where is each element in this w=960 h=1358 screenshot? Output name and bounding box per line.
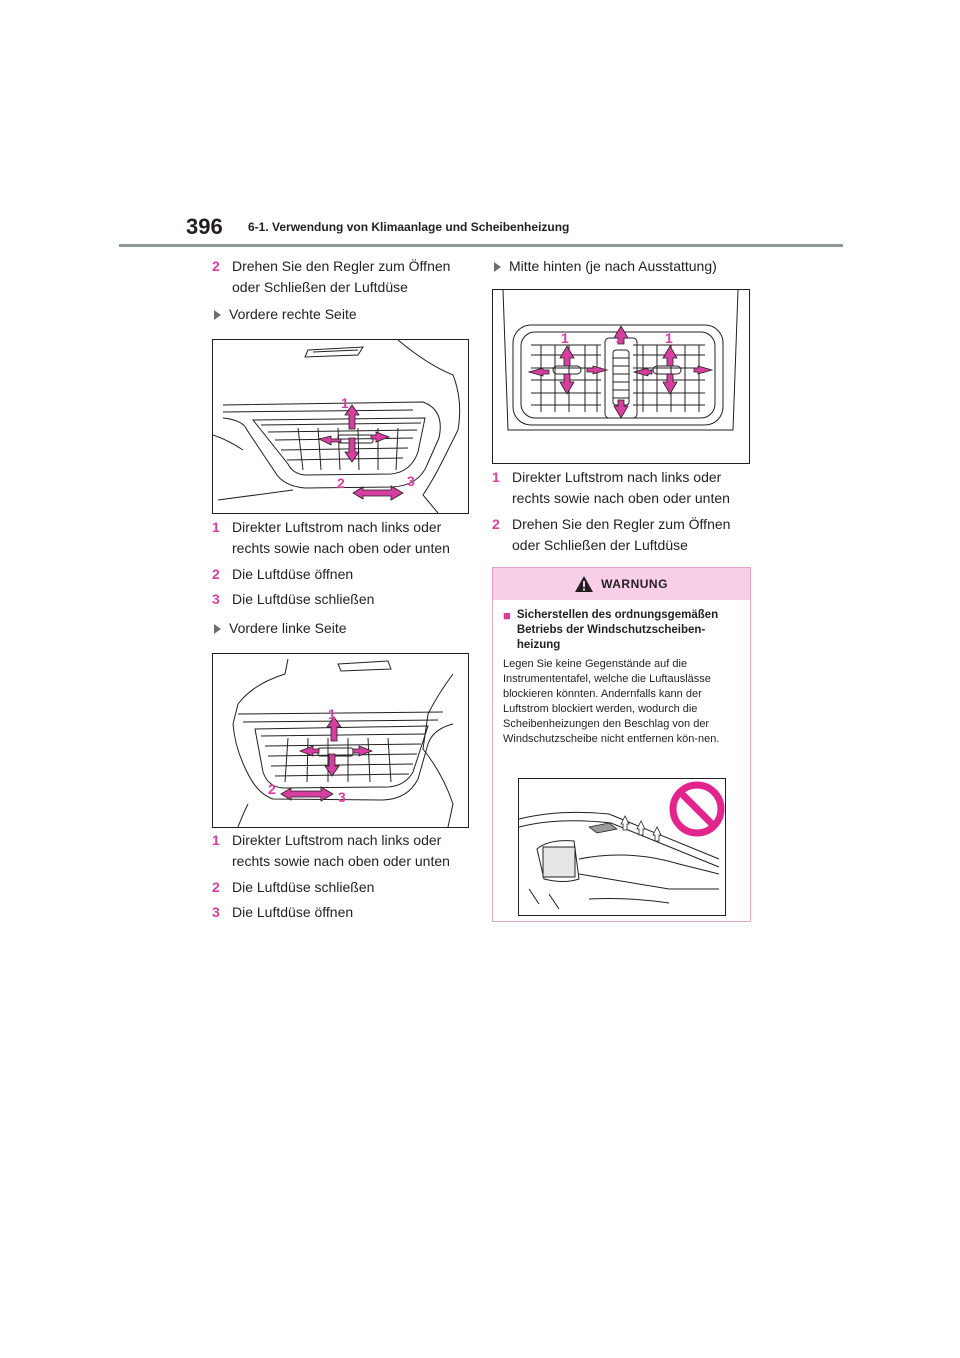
step-text: Die Luftdüse öffnen (232, 566, 354, 582)
intro-step: 2 Drehen Sie den Regler zum Öffnen oder S… (212, 256, 472, 298)
fig-label: 1 (561, 330, 569, 346)
fig-label: 2 (616, 330, 624, 346)
figure-dashboard-prohibited (518, 778, 726, 916)
front-left-step-1: 1 Direkter Luftstrom nach links oder rech… (212, 830, 472, 872)
heading-text: Vordere rechte Seite (229, 306, 357, 322)
bullet-triangle-icon (214, 624, 221, 635)
front-right-step-2: 2 Die Luftdüse öffnen (212, 564, 472, 585)
step-number: 2 (212, 879, 220, 895)
fig-label: 3 (407, 473, 415, 489)
warning-header: WARNUNG (493, 568, 750, 600)
fig-label: 1 (665, 330, 673, 346)
step-number: 1 (212, 519, 220, 535)
figure-front-right-vent: 1 2 3 (212, 339, 469, 514)
bullet-triangle-icon (494, 262, 501, 273)
warning-box: WARNUNG ■ Sicherstellen des ordnungsgemä… (492, 567, 751, 922)
step-text: Die Luftdüse schließen (232, 879, 375, 895)
fig-label: 3 (338, 789, 346, 805)
warning-title: WARNUNG (601, 577, 668, 591)
warning-icon (575, 576, 594, 592)
step-text: Drehen Sie den Regler zum Öffnen oder Sc… (512, 516, 731, 553)
figure-front-left-vent: 1 2 3 (212, 653, 469, 828)
step-text: Direkter Luftstrom nach links oder recht… (232, 519, 450, 556)
heading-front-right: Vordere rechte Seite (214, 306, 357, 322)
section-title: 6-1. Verwendung von Klimaanlage und Sche… (248, 220, 570, 234)
step-text: Direkter Luftstrom nach links oder recht… (232, 832, 450, 869)
heading-rear-center: Mitte hinten (je nach Ausstattung) (494, 258, 717, 274)
bullet-triangle-icon (214, 310, 221, 321)
warning-subtitle: ■ Sicherstellen des ordnungsgemäßen Betr… (493, 600, 750, 653)
rear-center-step-2: 2 Drehen Sie den Regler zum Öffnen oder S… (492, 514, 752, 556)
step-text: Die Luftdüse öffnen (232, 904, 354, 920)
step-number: 2 (492, 516, 500, 532)
fig-label: 2 (337, 475, 345, 491)
page-number: 396 (186, 214, 223, 239)
warning-body: Legen Sie keine Gegenstände auf die Inst… (503, 658, 720, 745)
step-number: 3 (212, 591, 220, 607)
step-text: Die Luftdüse schließen (232, 591, 375, 607)
prohibited-icon (669, 781, 725, 837)
rear-center-step-1: 1 Direkter Luftstrom nach links oder rech… (492, 467, 752, 509)
step-number: 2 (212, 566, 220, 582)
heading-front-left: Vordere linke Seite (214, 620, 347, 636)
heading-text: Vordere linke Seite (229, 620, 347, 636)
step-number: 3 (212, 904, 220, 920)
figure-rear-center-vent: 1 2 1 (492, 289, 750, 464)
fig-label: 1 (341, 395, 349, 411)
step-number: 1 (492, 469, 500, 485)
step-text: Direkter Luftstrom nach links oder recht… (512, 469, 730, 506)
fig-label: 2 (268, 781, 276, 797)
header-rule (119, 244, 843, 247)
front-left-step-3: 3 Die Luftdüse öffnen (212, 902, 472, 923)
front-right-step-1: 1 Direkter Luftstrom nach links oder rech… (212, 517, 472, 559)
front-right-step-3: 3 Die Luftdüse schließen (212, 589, 472, 610)
fig-label: 1 (328, 706, 336, 722)
step-text: Drehen Sie den Regler zum Öffnen oder Sc… (232, 258, 451, 295)
step-number: 1 (212, 832, 220, 848)
square-bullet-icon: ■ (503, 608, 511, 623)
warning-subtitle-text: Sicherstellen des ordnungsgemäßen Betrie… (516, 609, 719, 651)
heading-text: Mitte hinten (je nach Ausstattung) (509, 258, 717, 274)
front-left-step-2: 2 Die Luftdüse schließen (212, 877, 472, 898)
step-number: 2 (212, 258, 220, 274)
